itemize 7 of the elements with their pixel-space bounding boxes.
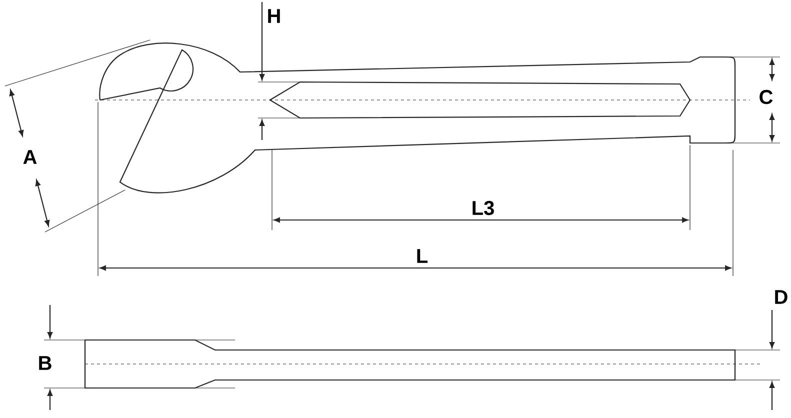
dimension-label: C bbox=[760, 90, 773, 104]
dimension-label: L bbox=[417, 249, 428, 263]
dimension-label: A bbox=[23, 150, 37, 164]
dimension-label: H bbox=[268, 9, 280, 23]
dimension-label: L3 bbox=[472, 200, 494, 216]
dimension-label: B bbox=[39, 356, 52, 370]
dimension-label: D bbox=[775, 290, 788, 304]
